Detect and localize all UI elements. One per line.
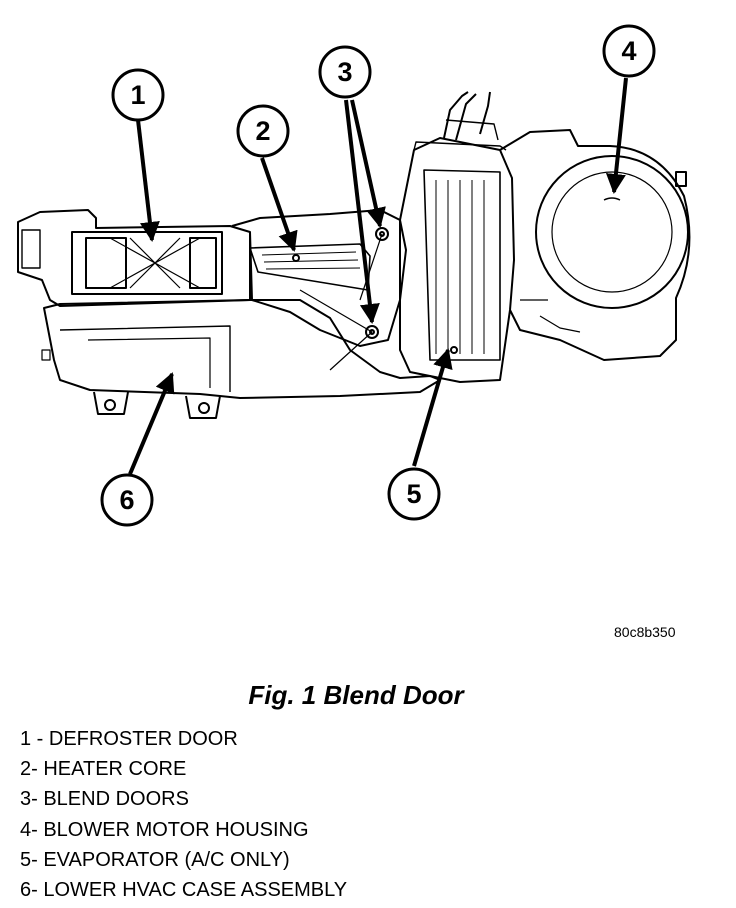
callouts: 1 2 3 4 5 6 [100, 24, 656, 527]
figure-code: 80c8b350 [614, 624, 676, 640]
figure-title: Fig. 1 Blend Door [248, 680, 464, 710]
leader-line-5 [412, 348, 453, 467]
leader-line-1 [136, 119, 160, 242]
leader-lines [128, 77, 628, 475]
callout-5: 5 [387, 467, 441, 521]
callout-2: 2 [236, 104, 290, 158]
legend-item: 5- EVAPORATOR (A/C ONLY) [20, 848, 290, 871]
leader-line-3a [350, 99, 386, 228]
leader-line-3b [344, 99, 380, 324]
leader-line-4 [605, 77, 628, 194]
callout-6-label: 6 [119, 485, 134, 515]
callout-1-label: 1 [130, 80, 145, 110]
legend-item: 3- BLEND DOORS [20, 788, 189, 811]
callout-4-label: 4 [621, 36, 636, 66]
legend-item: 6- LOWER HVAC CASE ASSEMBLY [20, 878, 348, 901]
leader-line-2 [260, 157, 298, 252]
callout-4: 4 [602, 24, 656, 78]
legend-item: 1 - DEFROSTER DOOR [20, 728, 238, 750]
callout-3: 3 [318, 45, 372, 99]
callout-3-label: 3 [337, 57, 352, 87]
legend-item: 2- HEATER CORE [20, 758, 187, 781]
figure-title-wrap: Fig. 1 Blend Door [0, 680, 736, 711]
hvac-housing-diagram: 1 2 3 4 5 6 [17, 24, 691, 527]
legend-item: 4- BLOWER MOTOR HOUSING [20, 818, 309, 841]
leader-line-6 [128, 372, 175, 475]
callout-1: 1 [111, 68, 165, 122]
legend-list: 1 - DEFROSTER DOOR 2- HEATER CORE 3- BLE… [20, 724, 347, 905]
callout-5-label: 5 [406, 479, 421, 509]
callout-2-label: 2 [255, 116, 270, 146]
hvac-assembly-outline [17, 91, 691, 419]
callout-6: 6 [100, 473, 154, 527]
